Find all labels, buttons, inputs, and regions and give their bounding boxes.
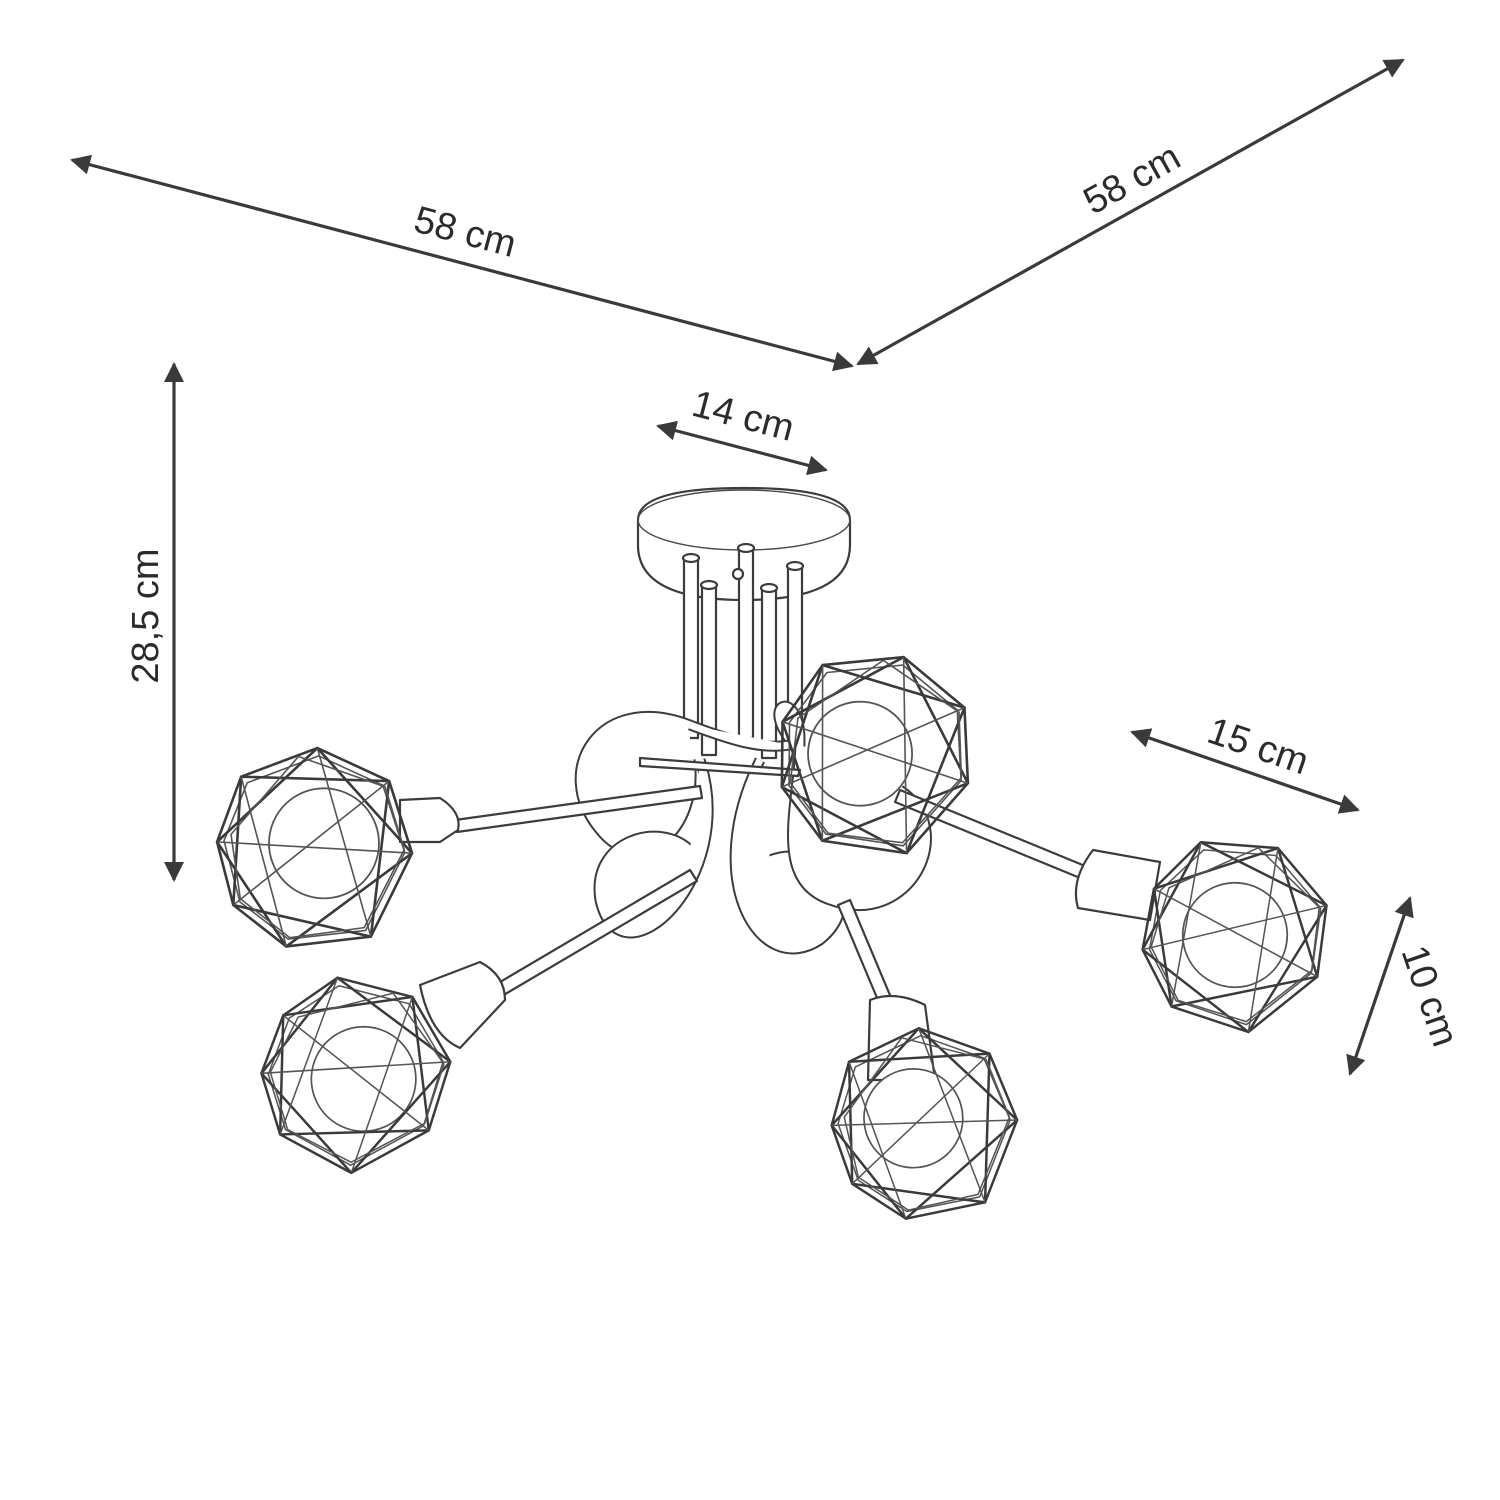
cage-shade-right xyxy=(1123,818,1348,1047)
dimension-canopy-diameter-label: 14 cm xyxy=(688,383,799,450)
cage-shade-bottom-left xyxy=(233,949,479,1197)
dimension-shade-length-label: 15 cm xyxy=(1202,710,1314,783)
dimension-width-depth: 58 cm xyxy=(856,58,1405,366)
dimension-shade-diameter: 10 cm xyxy=(1346,896,1466,1076)
dimension-width-front-label: 58 cm xyxy=(410,199,521,266)
cage-shade-left xyxy=(202,733,427,962)
dimension-shade-diameter-label: 10 cm xyxy=(1393,940,1466,1052)
dimension-total-height: 28,5 cm xyxy=(125,362,184,882)
cage-shade-bottom-center xyxy=(812,1008,1037,1237)
dimension-shade-length: 15 cm xyxy=(1130,710,1360,814)
dimension-width-front: 58 cm xyxy=(70,154,854,372)
dimension-canopy-diameter: 14 cm xyxy=(656,383,828,476)
straight-arms xyxy=(453,756,1092,1007)
dimension-total-height-label: 28,5 cm xyxy=(125,548,167,683)
ceiling-lamp-illustration xyxy=(202,486,1348,1237)
vertical-rods xyxy=(681,542,805,760)
cage-shade-top-center xyxy=(770,645,980,860)
